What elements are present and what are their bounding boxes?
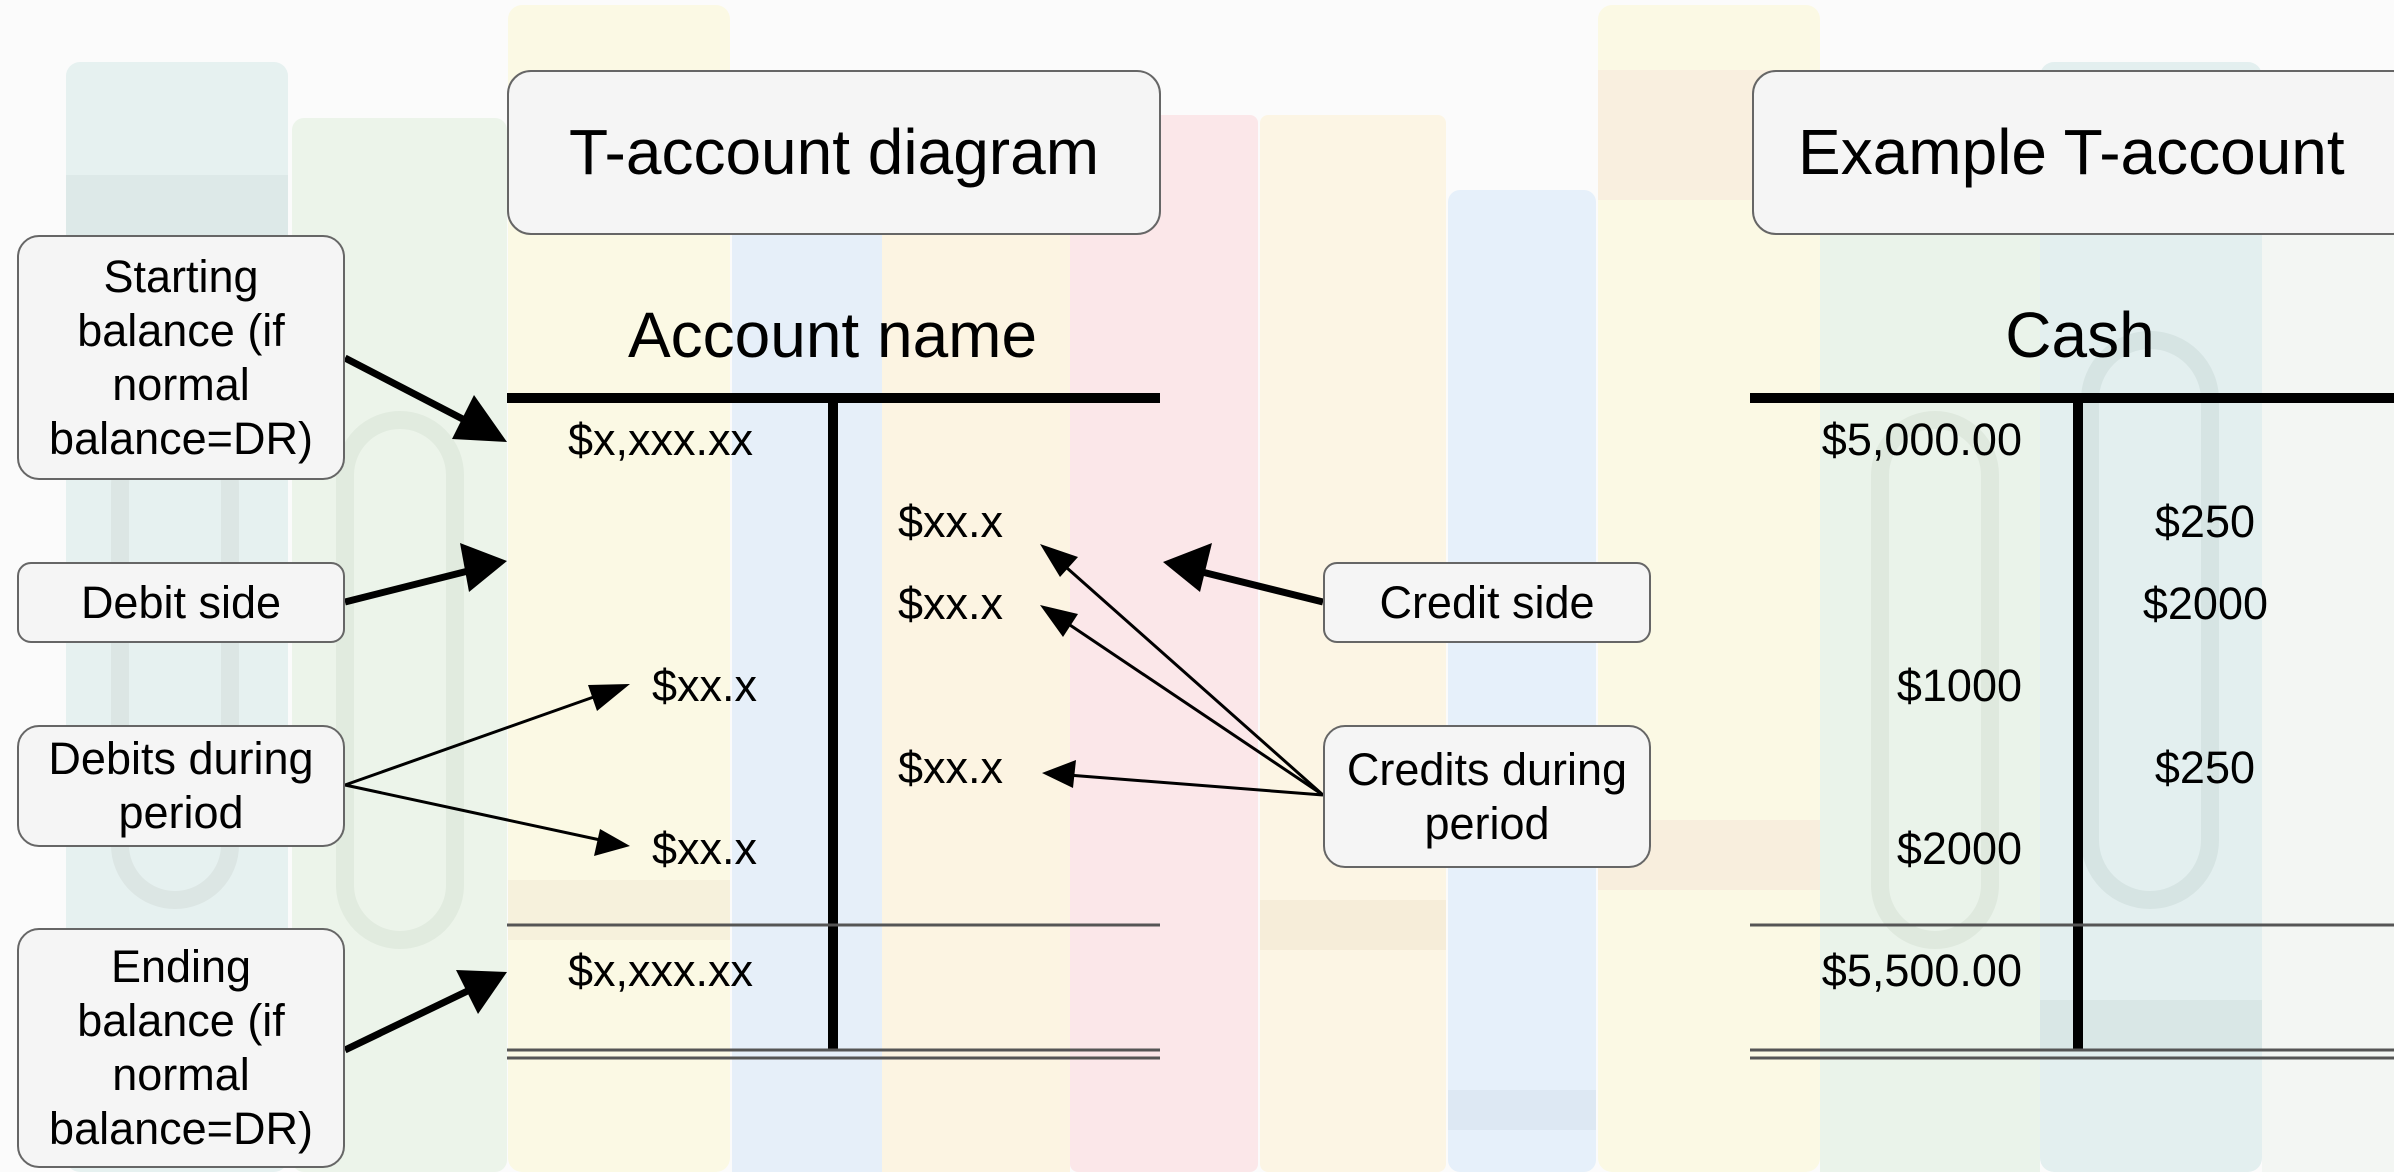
example-title: Example T-account xyxy=(1798,116,2345,189)
diagram-credit-2: $xx.x xyxy=(898,578,1004,629)
arrow-debits-2 xyxy=(344,783,606,843)
starting-balance-label-box: Starting balance (if normal balance=DR) xyxy=(17,235,345,480)
debits-during-period-label-box: Debits during period xyxy=(17,725,345,847)
example-debit-end: $5,500.00 xyxy=(1821,945,2022,996)
diagram-debit-end: $x,xxx.xx xyxy=(568,945,754,996)
diagram-debit-start: $x,xxx.xx xyxy=(568,414,754,465)
diagram-title-box: T-account diagram xyxy=(507,70,1161,235)
debit-side-label: Debit side xyxy=(80,576,282,628)
arrow-credits-1 xyxy=(1057,558,1324,797)
example-debit-1: $1000 xyxy=(1896,660,2022,711)
example-account-name: Cash xyxy=(2005,299,2155,371)
example-credit-3: $250 xyxy=(2154,742,2255,793)
debit-side-label-box: Debit side xyxy=(17,562,345,643)
starting-balance-label: Starting balance (if normal balance=DR) xyxy=(49,250,313,464)
arrow-ending-balance xyxy=(343,981,482,1054)
arrow-debit-side xyxy=(344,564,481,606)
diagram-credit-1: $xx.x xyxy=(898,496,1004,547)
credits-during-period-label-box: Credits during period xyxy=(1323,725,1651,868)
credits-during-period-label: Credits during period xyxy=(1346,743,1628,849)
example-credit-1: $250 xyxy=(2154,496,2255,547)
ending-balance-label-box: Ending balance (if normal balance=DR) xyxy=(17,928,345,1168)
debits-during-period-label: Debits during period xyxy=(48,733,314,838)
diagram-account-name: Account name xyxy=(627,299,1038,371)
credit-side-label-box: Credit side xyxy=(1323,562,1651,643)
diagram-title: T-account diagram xyxy=(568,116,1100,189)
diagram-debit-2: $xx.x xyxy=(652,823,758,874)
example-credit-2: $2000 xyxy=(2142,578,2268,629)
diagram-debit-1: $xx.x xyxy=(652,660,758,711)
example-title-box: Example T-account xyxy=(1752,70,2394,235)
arrow-debits-1 xyxy=(344,691,606,787)
credit-side-label: Credit side xyxy=(1379,576,1595,628)
arrow-starting-balance xyxy=(343,354,482,432)
arrow-credits-2 xyxy=(1057,615,1324,797)
arrow-credits-3 xyxy=(1067,773,1324,797)
arrow-credit-side xyxy=(1189,565,1324,606)
example-debit-2: $2000 xyxy=(1896,823,2022,874)
diagram-credit-3: $xx.x xyxy=(898,742,1004,793)
example-debit-start: $5,000.00 xyxy=(1821,414,2022,465)
ending-balance-label: Ending balance (if normal balance=DR) xyxy=(49,941,313,1154)
